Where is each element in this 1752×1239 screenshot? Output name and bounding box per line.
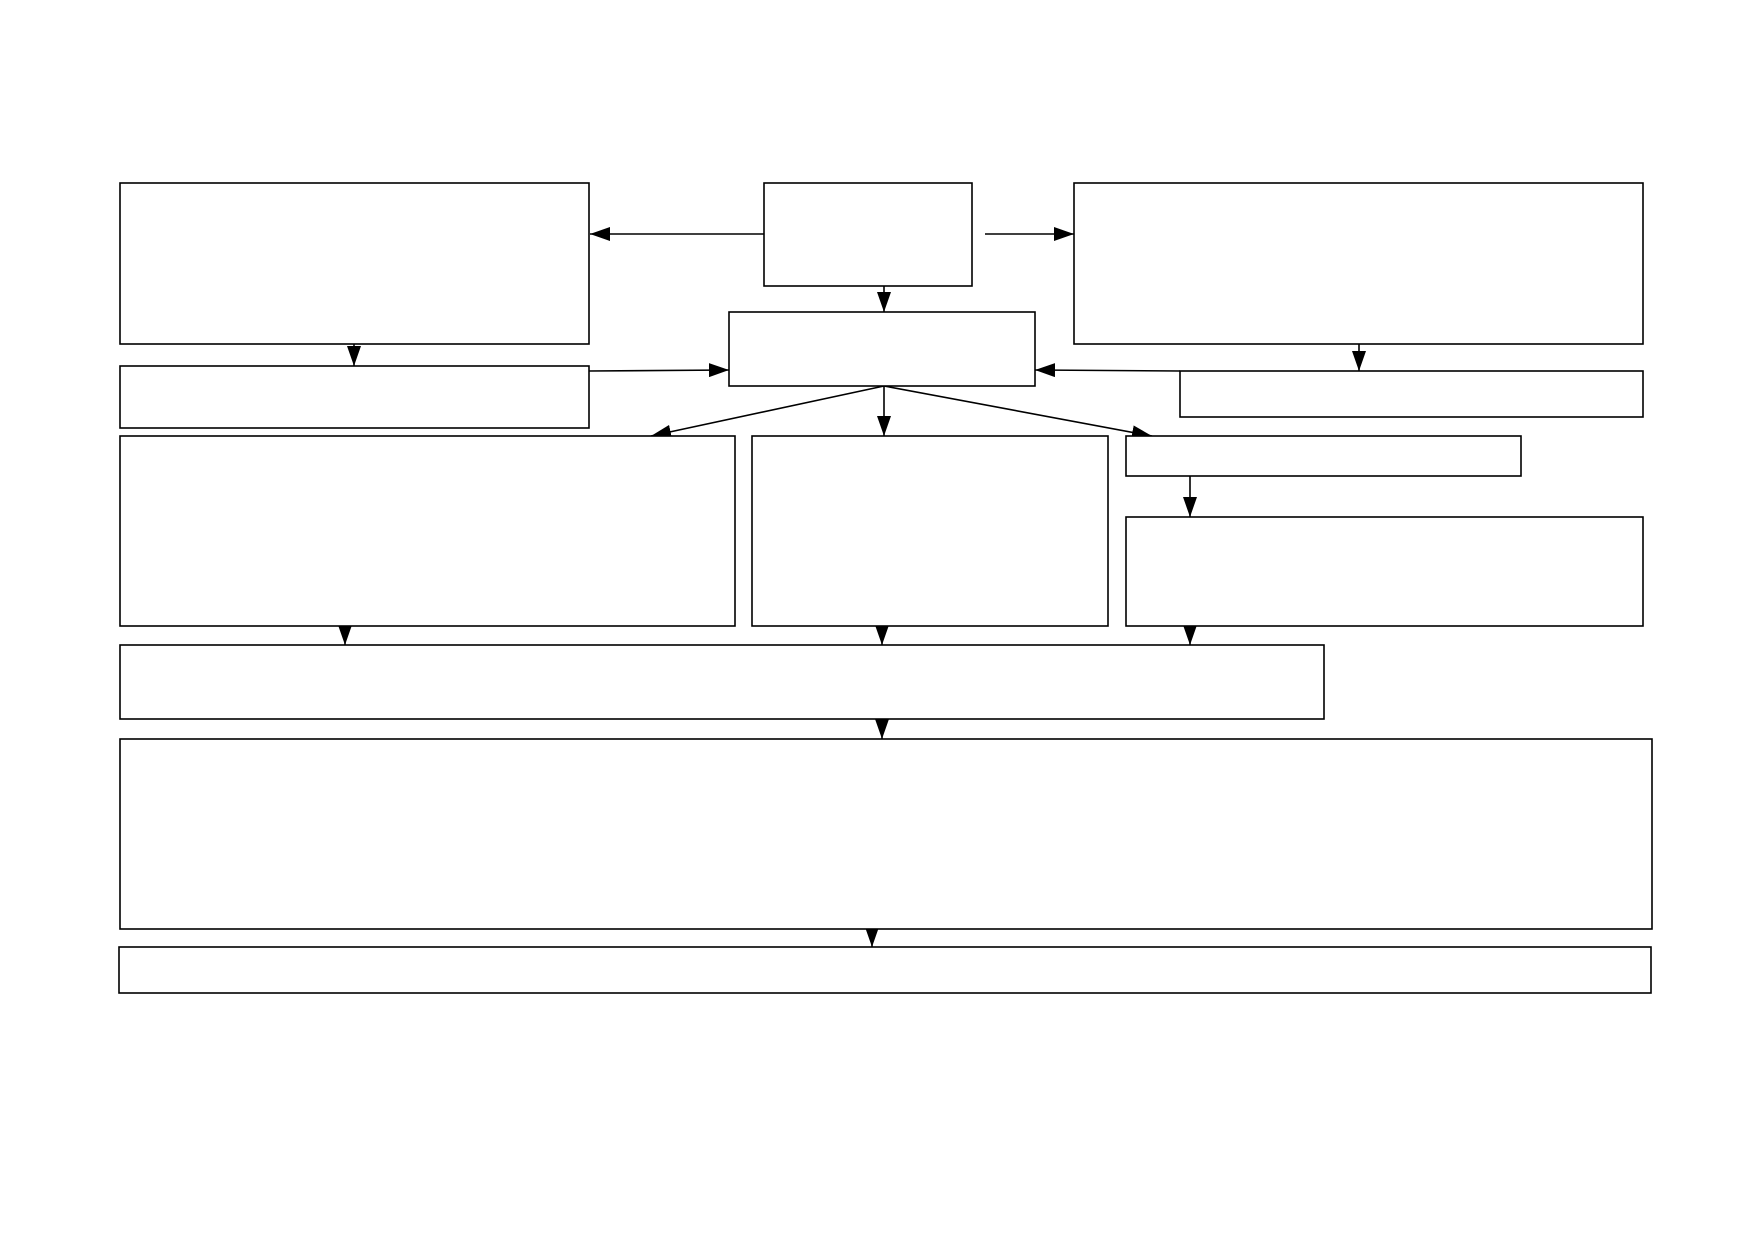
- node-mid-right-small: [1125, 435, 1522, 477]
- node-box-mid-center: [751, 435, 1109, 627]
- node-box-mid-right-small: [1125, 435, 1522, 477]
- node-bottom-large: [119, 738, 1653, 930]
- node-box-center-top: [763, 182, 973, 287]
- node-box-center-hub: [728, 311, 1036, 387]
- edge-center-hub-to-mid-left: [650, 385, 885, 439]
- node-box-right-secondary: [1179, 370, 1644, 418]
- arrow-line: [588, 363, 730, 378]
- node-box-top-right: [1073, 182, 1644, 345]
- node-mid-left: [119, 435, 736, 627]
- node-mid-center: [751, 435, 1109, 627]
- node-box-merge-band: [119, 644, 1325, 720]
- node-merge-band: [119, 644, 1325, 720]
- node-box-mid-left: [119, 435, 736, 627]
- node-box-top-left: [119, 182, 590, 345]
- node-box-mid-right-large: [1125, 516, 1644, 627]
- node-right-secondary: [1179, 370, 1644, 418]
- arrow-line: [1034, 363, 1181, 378]
- node-mid-right-large: [1125, 516, 1644, 627]
- node-layer: [118, 182, 1653, 994]
- arrow-line: [883, 385, 1153, 440]
- edge-top-right-to-right-secondary: [1034, 363, 1181, 378]
- edge-left-secondary-to-center-hub: [588, 363, 730, 378]
- node-center-top: [763, 182, 973, 287]
- node-top-left: [119, 182, 590, 345]
- edge-center-hub-to-mid-right-small: [883, 385, 1153, 440]
- node-center-hub: [728, 311, 1036, 387]
- edge-layer: [338, 227, 1366, 947]
- arrow-line: [650, 385, 885, 439]
- node-left-secondary: [119, 365, 590, 429]
- node-box-bottom-large: [119, 738, 1653, 930]
- node-bottom-band: [118, 946, 1652, 994]
- node-top-right: [1073, 182, 1644, 345]
- node-box-left-secondary: [119, 365, 590, 429]
- node-box-bottom-band: [118, 946, 1652, 994]
